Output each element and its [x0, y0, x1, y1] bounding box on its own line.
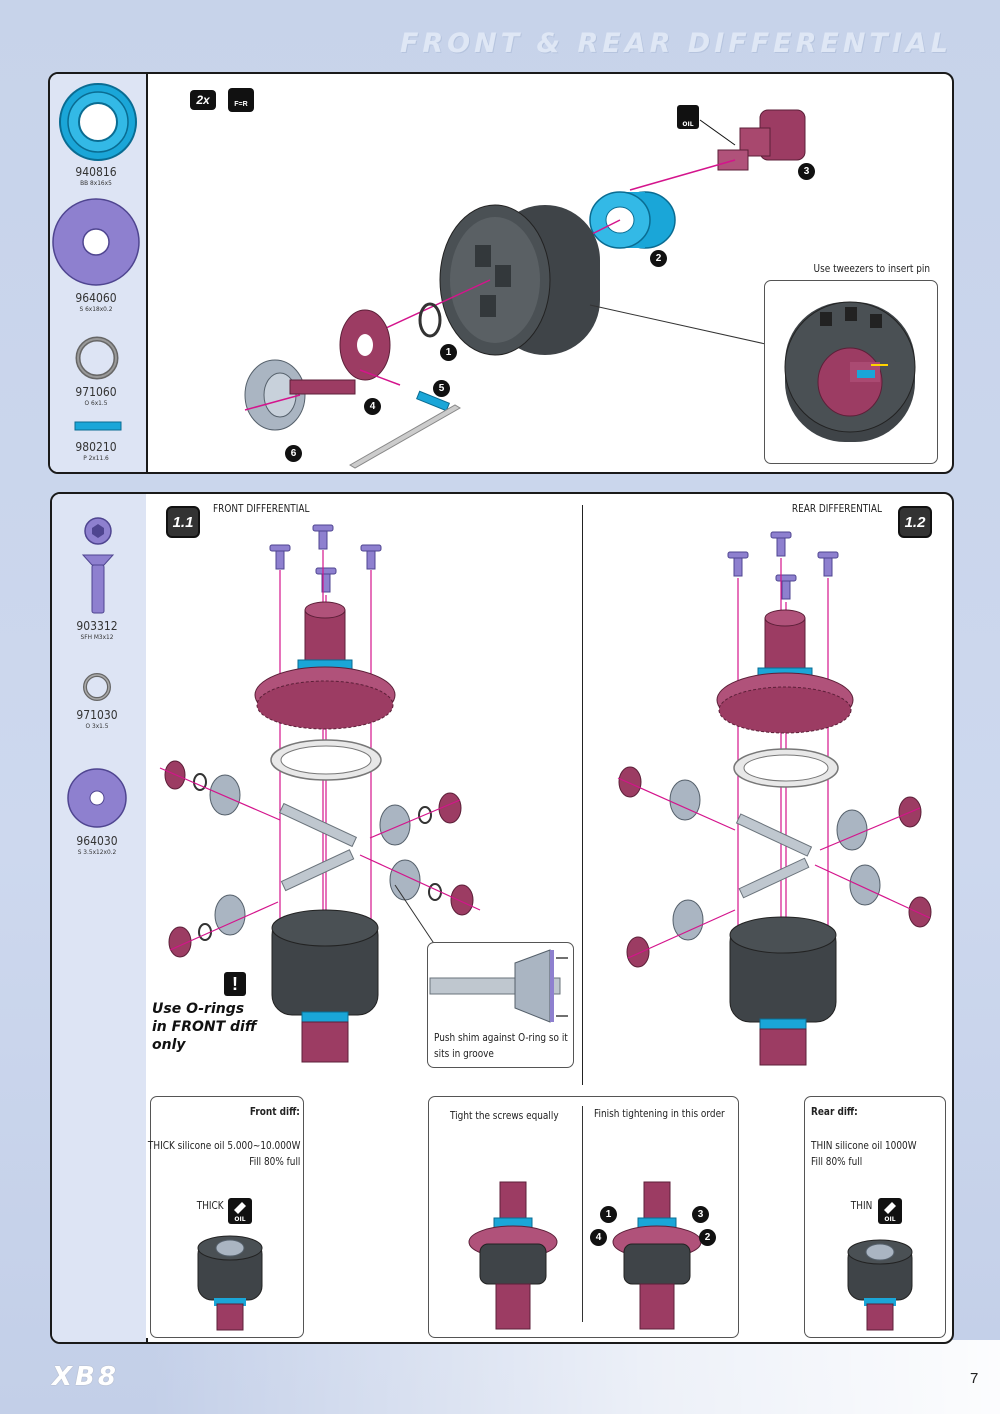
- front-oil-spec: THICK silicone oil 5.000~10.000W Fill 80…: [147, 1138, 300, 1170]
- rear-oil-spec: THIN silicone oil 1000W Fill 80% full: [811, 1138, 917, 1170]
- order-number-4: 4: [590, 1229, 607, 1246]
- quantity-2x-icon: 2x: [190, 90, 216, 110]
- step-number-6: 6: [285, 445, 302, 462]
- part-label-971060: 971060 O 6x1.5: [51, 385, 141, 408]
- footer-glow: [150, 1340, 1000, 1414]
- part-spec: O 3x1.5: [85, 722, 109, 730]
- part-spec: S 6x18x0.2: [79, 305, 113, 313]
- small-o-ring-icon: [83, 673, 111, 701]
- oil-icon: OIL: [878, 1198, 902, 1224]
- warning-line: only: [152, 1037, 186, 1053]
- brand-logo: XB8: [52, 1362, 119, 1392]
- pin-icon: [74, 421, 122, 431]
- o-ring-warning-text: Use O-rings in FRONT diff only: [152, 1000, 257, 1054]
- tweezers-note: Use tweezers to insert pin: [813, 263, 930, 275]
- oil-icon: OIL: [228, 1198, 252, 1224]
- bearing-icon: [59, 83, 137, 161]
- front-oil-line: THICK silicone oil 5.000~10.000W: [147, 1140, 300, 1152]
- rear-diff-exploded-diagram: [617, 531, 932, 1066]
- shim-note-line: Push shim against O-ring so it: [434, 1032, 568, 1044]
- part-label-903312: 903312 SFH M3x12: [52, 619, 142, 642]
- part-spec: BB 8x16x5: [80, 179, 112, 187]
- part-label-980210: 980210 P 2x11.6: [51, 440, 141, 463]
- warning-line: Use O-rings: [152, 1001, 245, 1017]
- part-spec: O 6x1.5: [84, 399, 108, 407]
- part-code: 971030: [76, 708, 118, 722]
- front-oil-heading: Front diff:: [249, 1106, 300, 1118]
- rear-diff-oil-illustration: [847, 1239, 913, 1331]
- rear-oil-thickness: THIN: [850, 1200, 872, 1212]
- front-diff-oil-illustration: [197, 1235, 263, 1331]
- part-spec: S 3.5x12x0.2: [77, 848, 117, 856]
- rear-diff-heading: REAR DIFFERENTIAL: [791, 503, 882, 515]
- svg-text:OIL: OIL: [682, 121, 693, 128]
- shim-callout-text: Push shim against O-ring so it sits in g…: [434, 1030, 568, 1062]
- order-number-3: 3: [692, 1206, 709, 1223]
- warning-line: in FRONT diff: [152, 1019, 257, 1035]
- front-equals-rear-icon: F=R: [228, 88, 254, 112]
- part-label-971030: 971030 O 3x1.5: [52, 708, 142, 731]
- rear-oil-heading: Rear diff:: [811, 1106, 858, 1118]
- small-shim-icon: [67, 768, 127, 828]
- step-number-1: 1: [440, 344, 457, 361]
- svg-text:OIL: OIL: [234, 1216, 245, 1223]
- step-number-2: 2: [650, 250, 667, 267]
- order-number-1: 1: [600, 1206, 617, 1223]
- page-title: FRONT & REAR DIFFERENTIAL: [399, 28, 952, 59]
- step-badge-1-1: 1.1: [166, 506, 200, 538]
- tighten-order-illustration: [612, 1181, 702, 1330]
- front-diff-exploded-diagram: [159, 524, 481, 1063]
- step-number-5: 5: [433, 380, 450, 397]
- top-exploded-diagram: OIL: [244, 105, 806, 469]
- part-code: 964060: [75, 291, 117, 305]
- shim-callout-illustration: [429, 949, 568, 1023]
- rear-oil-line: Fill 80% full: [811, 1156, 863, 1168]
- front-diff-heading: FRONT DIFFERENTIAL: [213, 503, 310, 515]
- shim-washer-icon: [52, 198, 140, 286]
- divider-line: [582, 505, 583, 1085]
- warning-icon: !: [224, 972, 246, 996]
- part-label-940816: 940816 BB 8x16x5: [51, 165, 141, 188]
- rear-oil-line: THIN silicone oil 1000W: [811, 1140, 917, 1152]
- tighten-equally-illustration: [468, 1181, 558, 1330]
- part-code: 971060: [75, 385, 117, 399]
- order-number-2: 2: [699, 1229, 716, 1246]
- step-badge-1-2: 1.2: [898, 506, 932, 538]
- shim-note-line: sits in groove: [434, 1048, 494, 1060]
- part-spec: SFH M3x12: [80, 633, 114, 641]
- part-label-964030: 964030 S 3.5x12x0.2: [52, 834, 142, 857]
- step-number-4: 4: [364, 398, 381, 415]
- tightening-divider: [582, 1106, 583, 1322]
- part-code: 903312: [76, 619, 118, 633]
- step-number-3: 3: [798, 163, 815, 180]
- screw-icon: [81, 517, 115, 614]
- front-oil-thickness: THICK: [197, 1200, 224, 1212]
- front-oil-line: Fill 80% full: [248, 1156, 300, 1168]
- part-code: 980210: [75, 440, 117, 454]
- page-number: 7: [970, 1370, 979, 1387]
- tighten-equally-text: Tight the screws equally: [450, 1110, 559, 1122]
- o-ring-icon: [75, 336, 119, 380]
- part-code: 940816: [75, 165, 117, 179]
- part-label-964060: 964060 S 6x18x0.2: [51, 291, 141, 314]
- svg-text:OIL: OIL: [884, 1216, 895, 1223]
- part-spec: P 2x11.6: [83, 454, 109, 462]
- tweezers-callout-illustration: [784, 301, 916, 442]
- part-code: 964030: [76, 834, 118, 848]
- tightening-box: [428, 1096, 739, 1338]
- tighten-order-text: Finish tightening in this order: [594, 1108, 725, 1120]
